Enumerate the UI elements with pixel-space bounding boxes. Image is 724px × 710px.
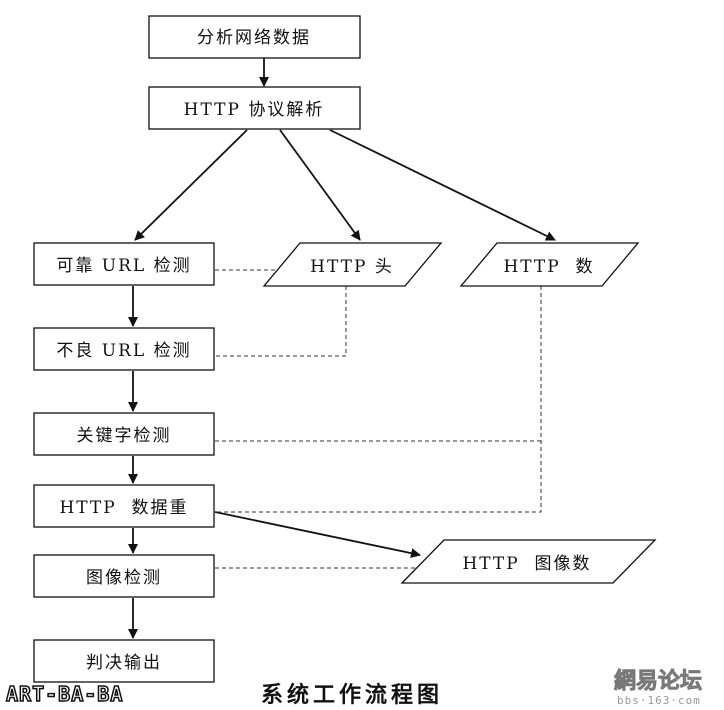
watermark-left: ART-BA-BA — [6, 682, 123, 706]
solid-connectors — [128, 58, 556, 639]
arrow-parse-to-http-header — [279, 129, 361, 241]
node-analyze: 分析网络数据 — [148, 15, 361, 59]
node-http-header: HTTP 头 — [262, 242, 443, 287]
node-bad-url: 不良 URL 检测 — [33, 327, 215, 371]
node-http-reassemble: HTTP 数据重 — [33, 484, 215, 528]
arrow-parse-to-http-data — [329, 129, 556, 241]
node-keyword: 关键字检测 — [33, 412, 215, 456]
node-reliable-url: 可靠 URL 检测 — [33, 242, 215, 286]
node-http-image-data-label: HTTP 图像数 — [462, 554, 591, 574]
node-verdict: 判决输出 — [33, 639, 215, 683]
node-http-data: HTTP 数 — [459, 242, 640, 287]
node-bad-url-label: 不良 URL 检测 — [56, 341, 191, 361]
dash-header-to-bad-url — [215, 286, 347, 357]
node-reliable-url-label: 可靠 URL 检测 — [56, 256, 191, 276]
node-http-parse: HTTP 协议解析 — [148, 86, 361, 130]
node-keyword-label: 关键字检测 — [77, 426, 172, 446]
dashed-connectors — [215, 269, 542, 569]
watermark-right-url: bbs·163·com — [617, 694, 701, 707]
node-analyze-label: 分析网络数据 — [197, 28, 311, 48]
node-http-image-data: HTTP 图像数 — [400, 539, 657, 584]
node-image-detect-label: 图像检测 — [86, 568, 162, 588]
diagram-caption: 系统工作流程图 — [261, 682, 443, 708]
watermark-right-brand: 網易论坛 — [614, 668, 702, 694]
watermark-right: 網易论坛 bbs·163·com — [614, 668, 703, 707]
node-http-parse-label: HTTP 协议解析 — [184, 100, 325, 120]
dash-data-to-reassemble — [215, 286, 542, 513]
arrow-reassemble-to-image-data — [214, 511, 421, 559]
node-http-header-label: HTTP 头 — [310, 257, 394, 277]
node-verdict-label: 判决输出 — [86, 653, 162, 673]
node-image-detect: 图像检测 — [33, 554, 215, 598]
node-http-data-label: HTTP 数 — [503, 257, 594, 277]
node-http-reassemble-label: HTTP 数据重 — [59, 498, 188, 518]
arrow-parse-to-reliable-url — [134, 129, 248, 241]
